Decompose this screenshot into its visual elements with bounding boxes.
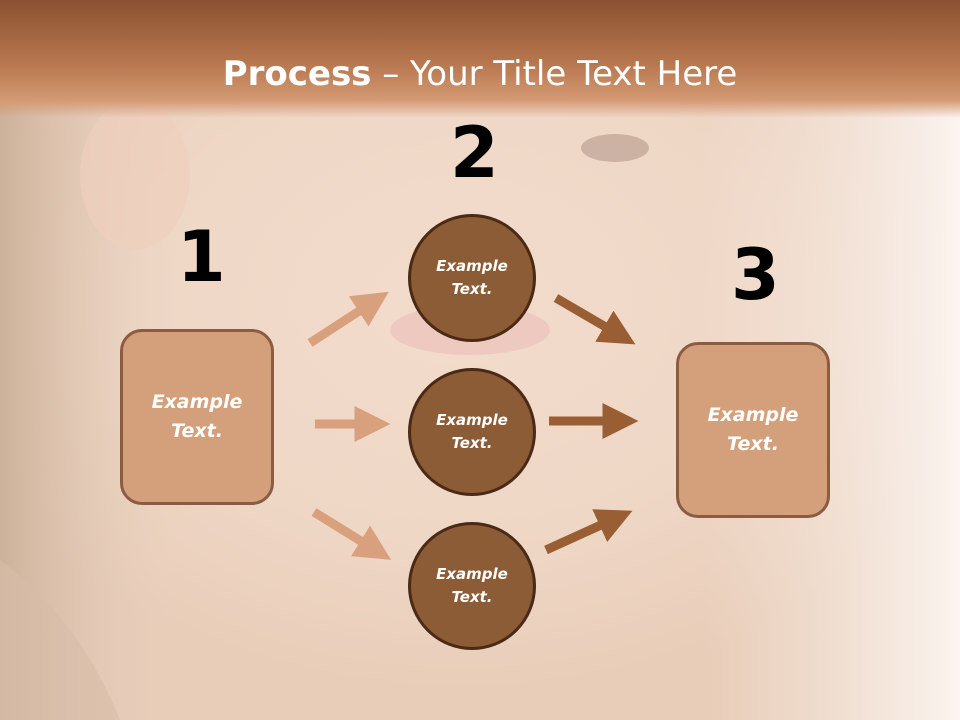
step-1-box: Example Text.: [120, 329, 274, 505]
step-2-circle-bottom: Example Text.: [408, 522, 536, 650]
circle-middle-text: Example Text.: [436, 411, 508, 452]
step-2-circle-top: Example Text.: [408, 214, 536, 342]
step-3-box: Example Text.: [676, 342, 830, 518]
step-2-circle-middle: Example Text.: [408, 368, 536, 496]
arrow-top-to-3: [553, 294, 636, 345]
step-1-text: Example Text.: [151, 391, 243, 442]
slide-title: Process – Your Title Text Here: [0, 52, 960, 96]
title-bold: Process: [222, 54, 372, 94]
arrow-bottom-to-3: [544, 509, 633, 555]
arrow-1-to-top: [307, 291, 389, 347]
arrow-1-to-bottom: [311, 508, 392, 560]
step-3-text: Example Text.: [707, 404, 799, 455]
title-bar: [0, 0, 960, 118]
title-rest: – Your Title Text Here: [371, 54, 738, 94]
step-number-3: 3: [731, 234, 780, 316]
circle-top-text: Example Text.: [436, 257, 508, 298]
step-number-2: 2: [450, 112, 499, 194]
circle-bottom-text: Example Text.: [436, 565, 508, 606]
step-number-1: 1: [177, 216, 226, 298]
